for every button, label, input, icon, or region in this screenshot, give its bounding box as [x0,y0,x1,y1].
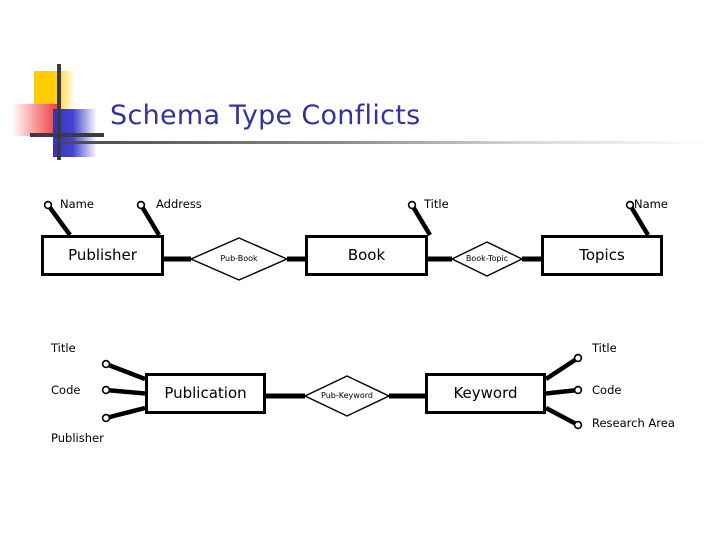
attribute-circle-keyword-1 [573,385,583,395]
logo-red-square [12,104,60,136]
entity-box-topics[interactable]: Topics [541,235,663,276]
attribute-circle-keyword-0 [573,353,583,363]
entity-label-publisher: Publisher [68,246,137,264]
attribute-connector-publication-0 [105,361,146,382]
attribute-connector-keyword-1 [545,387,579,396]
entity-label-book: Book [347,246,386,264]
attribute-circle-publisher-0 [43,200,53,210]
relationship-diamond-pub-book [189,237,289,281]
attribute-connector-keyword-2 [544,406,580,427]
attribute-label-topics-name: Name [634,197,668,211]
attribute-connector-book-0 [410,203,432,237]
attribute-label-keyword-code: Code [592,383,622,397]
logo-vertical-bar [57,64,61,160]
attribute-circle-publication-1 [101,385,111,395]
attribute-circle-keyword-2 [573,420,583,430]
entity-box-keyword[interactable]: Keyword [425,373,546,414]
attribute-connector-publication-1 [105,387,146,396]
attribute-circle-topics-0 [625,200,635,210]
relationship-label-pub-keyword: Pub-Keyword [321,391,373,400]
logo-horizontal-bar [30,133,104,137]
relationship-label-book-topic: Book-Topic [465,254,509,263]
attribute-circle-publication-2 [101,413,111,423]
entity-label-publication: Publication [164,384,247,402]
title-divider-rule [63,141,713,144]
page-title: Schema Type Conflicts [110,100,421,131]
attribute-label-publication-publisher: Publisher [51,431,104,445]
relationship-label-pub-book: Pub-Book [220,254,258,263]
attribute-label-publisher-address: Address [156,197,202,211]
attribute-circle-book-0 [407,200,417,210]
attribute-circle-publication-0 [101,359,111,369]
attribute-label-keyword-research-area: Research Area [592,416,675,430]
attribute-label-keyword-title: Title [592,341,617,355]
attribute-connector-publisher-0 [46,203,72,237]
entity-label-keyword: Keyword [453,384,518,402]
attribute-connector-topics-0 [628,203,650,237]
attribute-label-publication-code: Code [51,383,81,397]
decorative-logo [12,64,104,160]
attribute-circle-publisher-1 [136,200,146,210]
entity-box-publication[interactable]: Publication [145,373,266,414]
attribute-label-publisher-name: Name [60,197,94,211]
attribute-label-publication-title: Title [51,341,76,355]
entity-label-topics: Topics [579,246,625,264]
relationship-diamond-pub-keyword [303,375,391,417]
attribute-label-book-title: Title [424,197,449,211]
relationship-diamond-book-topic [450,241,524,277]
attribute-connector-keyword-0 [544,356,580,381]
attribute-connector-publication-2 [105,405,146,421]
attribute-connector-publisher-1 [139,203,161,237]
entity-box-book[interactable]: Book [305,235,428,276]
entity-box-publisher[interactable]: Publisher [41,235,164,276]
